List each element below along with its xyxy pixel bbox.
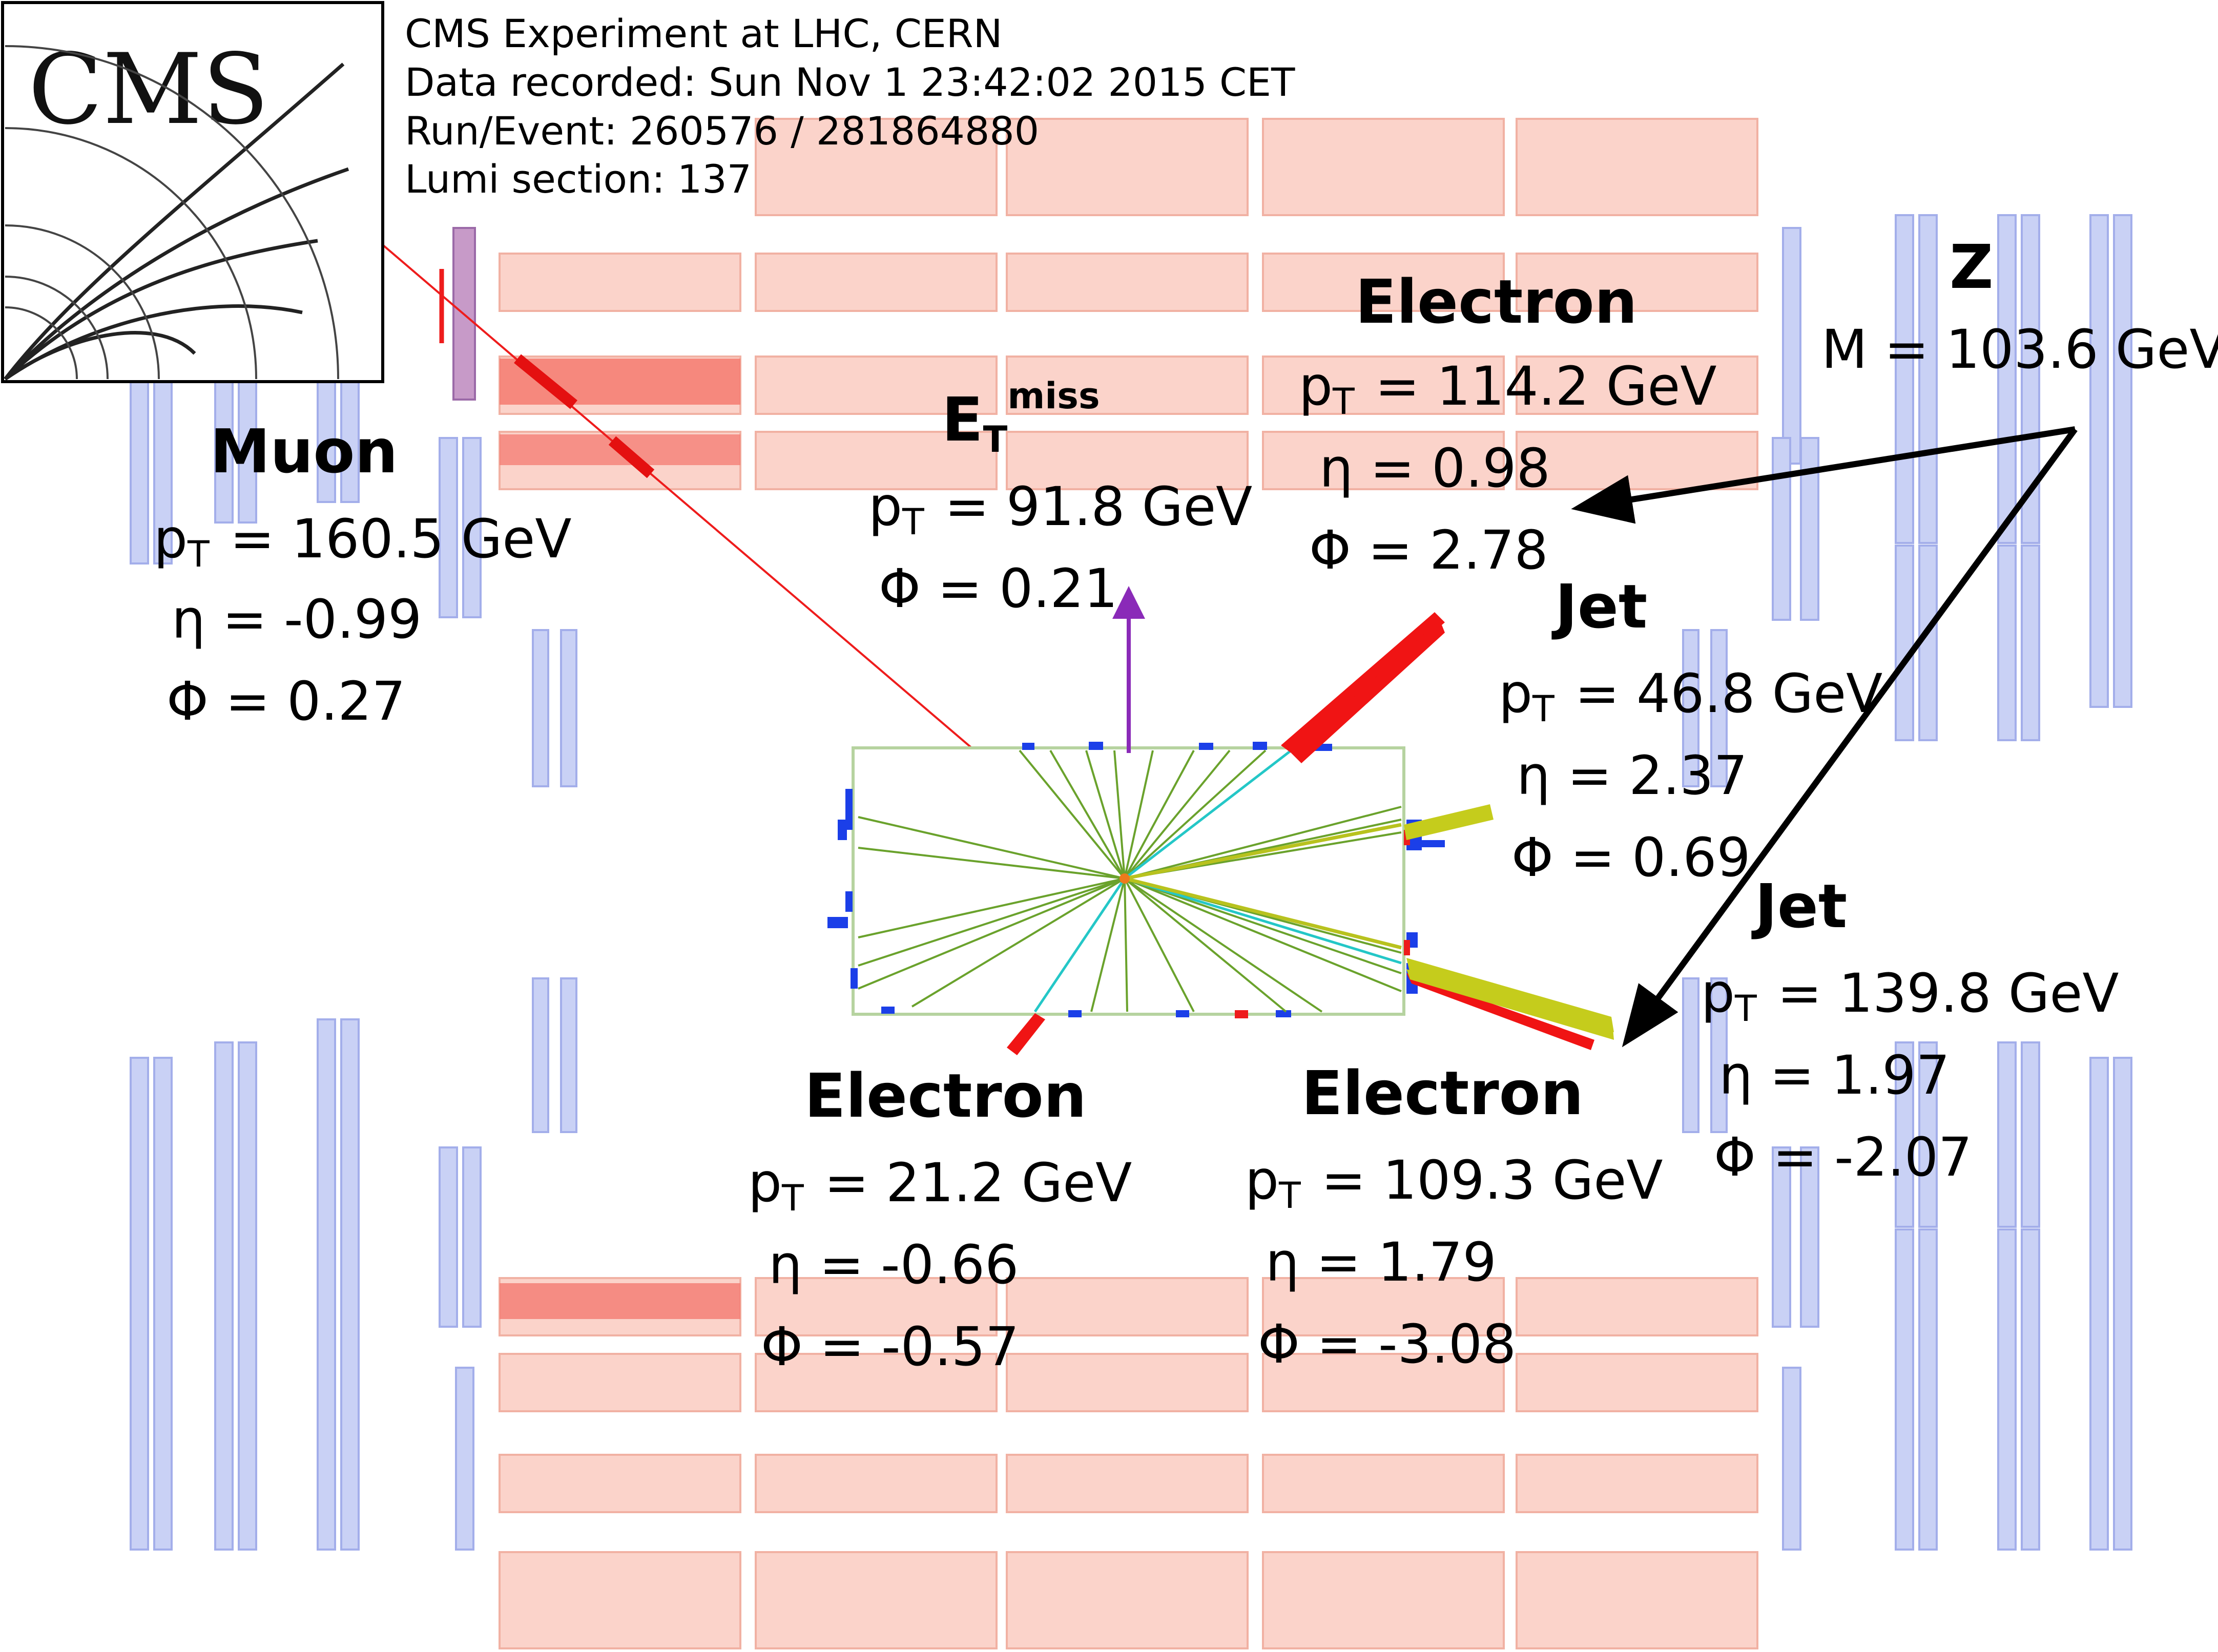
electron-bottom-left-eta: η = -0.66 <box>769 1233 1019 1296</box>
cms-logo-text: CMS <box>28 33 269 146</box>
jet-lower-eta: η = 1.97 <box>1719 1044 1950 1106</box>
cms-logo-icon: CMS <box>1 1 384 383</box>
electron-bottom-right-phi: Φ = -3.08 <box>1258 1313 1516 1375</box>
muon-pt: pT= 160.5 GeV <box>154 508 572 575</box>
date-line: Data recorded: Sun Nov 1 23:42:02 2015 C… <box>405 59 1295 105</box>
muon-title: Muon <box>210 416 398 487</box>
met-pt: pT= 91.8 GeV <box>868 475 1252 543</box>
electron-bottom-right-eta: η = 1.79 <box>1266 1231 1497 1293</box>
hcal-blocks <box>499 118 1758 1649</box>
met-label: ETmiss pT= 91.8 GeV Φ = 0.21 <box>868 375 1252 620</box>
electron-bottom-right-pt: pT= 109.3 GeV <box>1245 1149 1663 1217</box>
electron-bottom-left-label: Electron pT= 21.2 GeV η = -0.66 Φ = -0.5… <box>748 1060 1132 1378</box>
jet-lower-pt: pT= 139.8 GeV <box>1701 962 2119 1030</box>
electron-bottom-right-title: Electron <box>1301 1058 1584 1128</box>
hcal-muon-deposits <box>500 359 740 1319</box>
electron-top-pt: pT= 114.2 GeV <box>1299 355 1717 423</box>
electron-bottom-left-pt: pT= 21.2 GeV <box>748 1152 1132 1219</box>
jet-lower-title: Jet <box>1751 871 1847 942</box>
jet-upper-eta: η = 2.37 <box>1517 744 1748 807</box>
jet-upper-phi: Φ = 0.69 <box>1511 826 1751 889</box>
met-title: ETmiss <box>942 375 1100 461</box>
electron-top-phi: Φ = 2.78 <box>1309 519 1548 581</box>
electron-top-label: Electron pT= 114.2 GeV η = 0.98 Φ = 2.78 <box>1299 266 1717 581</box>
tracker <box>827 742 1445 1018</box>
jet-lower-phi: Φ = -2.07 <box>1714 1126 1972 1188</box>
muon-label: Muon pT= 160.5 GeV η = -0.99 Φ = 0.27 <box>154 416 572 733</box>
electron-bottom-left-title: Electron <box>804 1060 1087 1131</box>
experiment-line: CMS Experiment at LHC, CERN <box>405 11 1002 56</box>
jet-lower-label: Jet pT= 139.8 GeV η = 1.97 Φ = -2.07 <box>1701 871 2119 1188</box>
met-phi: Φ = 0.21 <box>879 557 1118 620</box>
muon-phi: Φ = 0.27 <box>167 670 406 733</box>
electron-top-eta: η = 0.98 <box>1319 437 1550 499</box>
z-mass: M = 103.6 GeV <box>1821 318 2218 381</box>
event-info: CMS Experiment at LHC, CERN Data recorde… <box>405 11 1295 202</box>
z-label: Z M = 103.6 GeV <box>1821 232 2218 381</box>
electron-deposits <box>1007 612 1594 1055</box>
z-title: Z <box>1950 232 1994 302</box>
run-event-line: Run/Event: 260576 / 281864880 <box>405 108 1039 154</box>
electron-bottom-right-label: Electron pT= 109.3 GeV η = 1.79 Φ = -3.0… <box>1245 1058 1663 1375</box>
jet-upper-title: Jet <box>1551 571 1647 642</box>
lumi-line: Lumi section: 137 <box>405 156 752 202</box>
muon-eta: η = -0.99 <box>172 588 422 651</box>
z-arrow-icon <box>1571 426 2078 1048</box>
jet-upper-pt: pT= 46.8 GeV <box>1499 662 1882 730</box>
electron-bottom-left-phi: Φ = -0.57 <box>761 1315 1019 1378</box>
electron-top-title: Electron <box>1355 266 1637 337</box>
jet-deposits <box>1404 804 1614 1040</box>
jet-upper-label: Jet pT= 46.8 GeV η = 2.37 Φ = 0.69 <box>1499 571 1882 889</box>
